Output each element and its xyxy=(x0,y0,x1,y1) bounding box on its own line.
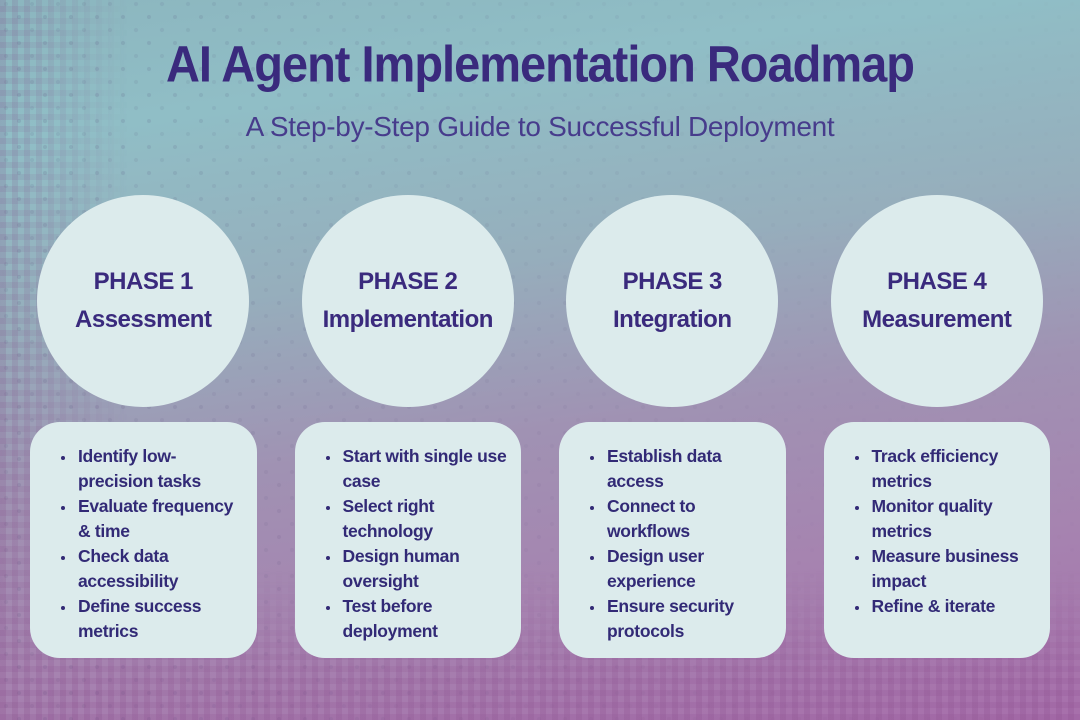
bullet-item: Ensure security protocols xyxy=(605,594,772,644)
phase-card-2: Start with single use case Select right … xyxy=(294,422,521,658)
bullet-item: Monitor quality metrics xyxy=(870,494,1037,544)
phase-name: Measurement xyxy=(862,306,1012,333)
phases-row: PHASE 1 Assessment Identify low-precisio… xyxy=(0,195,1080,658)
bullet-item: Select right technology xyxy=(341,494,508,544)
bullet-item: Establish data access xyxy=(605,444,772,494)
bullet-item: Track efficiency metrics xyxy=(870,444,1037,494)
phase-column-2: PHASE 2 Implementation Start with single… xyxy=(294,195,521,658)
bullet-item: Check data accessibility xyxy=(76,544,243,594)
phase-label: PHASE 1 xyxy=(93,268,194,295)
phase-name: Assessment xyxy=(75,306,212,333)
phase-circle-3: PHASE 3 Integration xyxy=(566,195,779,407)
bullet-item: Start with single use case xyxy=(341,444,508,494)
phase-column-1: PHASE 1 Assessment Identify low-precisio… xyxy=(30,195,257,658)
bullet-list: Start with single use case Select right … xyxy=(311,444,508,644)
phase-circle-2: PHASE 2 Implementation xyxy=(301,195,514,407)
phase-circle-4: PHASE 4 Measurement xyxy=(830,195,1043,407)
phase-label: PHASE 3 xyxy=(622,268,723,295)
bullet-item: Evaluate frequency & time xyxy=(76,494,243,544)
phase-column-4: PHASE 4 Measurement Track efficiency met… xyxy=(823,195,1050,658)
phase-card-1: Identify low-precision tasks Evaluate fr… xyxy=(30,422,257,658)
page-title: AI Agent Implementation Roadmap xyxy=(165,34,915,93)
bullet-list: Identify low-precision tasks Evaluate fr… xyxy=(46,444,243,644)
phase-column-3: PHASE 3 Integration Establish data acces… xyxy=(559,195,786,658)
bullet-item: Measure business impact xyxy=(870,544,1037,594)
bullet-item: Test before deployment xyxy=(341,594,508,644)
bullet-item: Refine & iterate xyxy=(870,594,1037,619)
bullet-item: Connect to workflows xyxy=(605,494,772,544)
phase-label: PHASE 2 xyxy=(358,268,458,295)
bullet-item: Identify low-precision tasks xyxy=(76,444,243,494)
phase-name: Implementation xyxy=(322,306,494,333)
bullet-list: Track efficiency metrics Monitor quality… xyxy=(840,444,1037,619)
page-subtitle: A Step-by-Step Guide to Successful Deplo… xyxy=(245,111,835,142)
bullet-list: Establish data access Connect to workflo… xyxy=(575,444,772,644)
bullet-item: Define success metrics xyxy=(76,594,243,644)
phase-card-3: Establish data access Connect to workflo… xyxy=(559,422,786,658)
phase-circle-1: PHASE 1 Assessment xyxy=(37,195,250,407)
phase-card-4: Track efficiency metrics Monitor quality… xyxy=(823,422,1050,658)
phase-name: Integration xyxy=(613,306,732,333)
phase-label: PHASE 4 xyxy=(887,268,987,295)
bullet-item: Design user experience xyxy=(605,544,772,594)
header: AI Agent Implementation Roadmap A Step-b… xyxy=(0,0,1080,143)
bullet-item: Design human oversight xyxy=(341,544,508,594)
